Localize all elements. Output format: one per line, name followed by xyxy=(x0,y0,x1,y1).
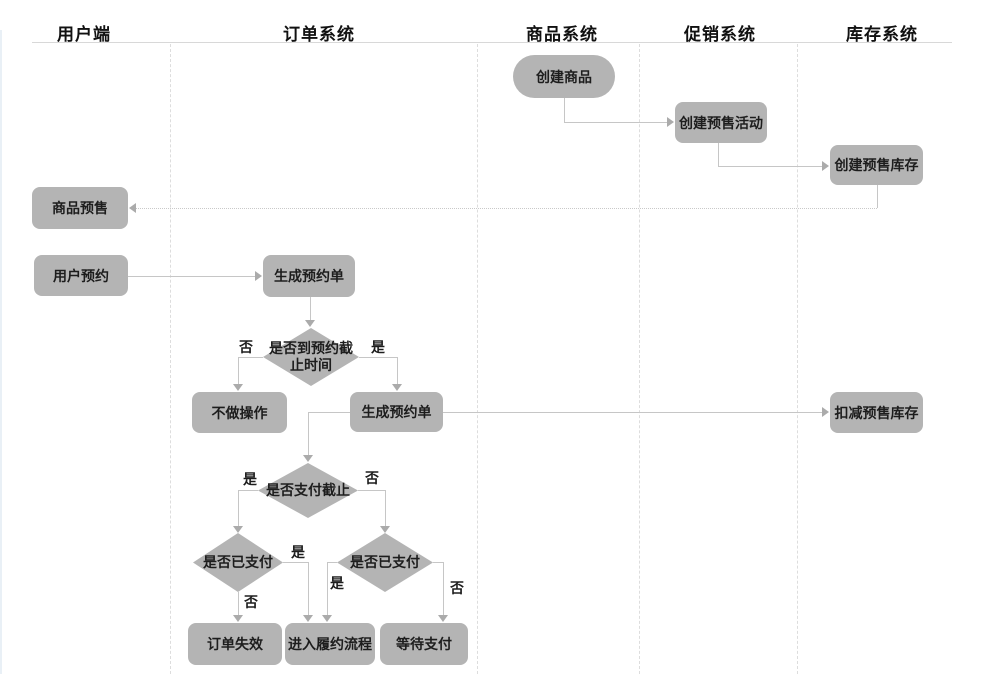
arrowhead xyxy=(822,161,829,171)
node-label: 用户预约 xyxy=(53,267,109,284)
connector-line xyxy=(877,185,878,208)
connector-line xyxy=(308,412,350,413)
lane-divider xyxy=(477,44,478,674)
header-underline xyxy=(32,42,952,43)
node-label: 商品预售 xyxy=(52,200,108,216)
arrowhead xyxy=(233,526,243,533)
arrowhead xyxy=(129,203,136,213)
decision-reservation-deadline-label: 是否到预约截止时间 xyxy=(269,340,353,373)
connector-line-dotted xyxy=(136,208,877,209)
connector-line xyxy=(385,490,386,527)
arrowhead xyxy=(255,271,262,281)
connector-line xyxy=(359,357,397,358)
node-label: 等待支付 xyxy=(396,636,452,652)
node-user-reservation: 用户预约 xyxy=(34,255,128,296)
node-wait-for-payment: 等待支付 xyxy=(380,623,468,665)
lane-divider xyxy=(170,44,171,674)
node-create-presale-activity: 创建预售活动 xyxy=(675,102,767,143)
lane-header-order: 订单系统 xyxy=(283,25,355,44)
node-label: 创建预售库存 xyxy=(834,157,919,173)
arrowhead xyxy=(822,407,829,417)
node-create-product: 创建商品 xyxy=(513,55,615,98)
connector-line xyxy=(564,98,565,122)
node-label: 订单失效 xyxy=(207,636,263,652)
connector-line xyxy=(283,562,308,563)
node-label: 进入履约流程 xyxy=(288,636,372,652)
edge-label-yes: 是 xyxy=(291,544,305,560)
edge-label-yes: 是 xyxy=(371,339,385,355)
node-label: 扣减预售库存 xyxy=(834,404,919,421)
connector-line xyxy=(128,276,256,277)
node-label: 生成预约单 xyxy=(274,268,344,284)
decision-paid-left-label: 是否已支付 xyxy=(203,554,273,571)
edge-label-no: 否 xyxy=(365,470,379,486)
arrowhead xyxy=(233,384,243,391)
node-create-presale-inventory: 创建预售库存 xyxy=(830,145,923,185)
connector-line xyxy=(327,562,328,616)
edge-label-yes: 是 xyxy=(243,471,257,487)
connector-line xyxy=(308,562,309,616)
connector-line xyxy=(238,357,239,385)
connector-line xyxy=(327,562,337,563)
connector-line xyxy=(718,166,823,167)
edge-label-no: 否 xyxy=(450,580,464,596)
arrowhead xyxy=(438,615,448,622)
arrowhead xyxy=(303,615,313,622)
node-generate-reservation-order-2: 生成预约单 xyxy=(350,392,443,432)
connector-line xyxy=(238,490,258,491)
lane-header-user: 用户端 xyxy=(57,25,111,44)
decision-payment-deadline-label: 是否支付截止 xyxy=(266,482,350,499)
lane-header-inventory: 库存系统 xyxy=(846,25,918,44)
arrowhead xyxy=(303,455,313,462)
connector-line xyxy=(718,143,719,166)
edge-label-yes: 是 xyxy=(330,575,344,591)
lane-header-promotion: 促销系统 xyxy=(684,25,756,44)
lane-divider xyxy=(797,44,798,674)
connector-line xyxy=(433,562,443,563)
connector-line xyxy=(358,490,385,491)
edge-label-no: 否 xyxy=(244,594,258,610)
node-product-presale: 商品预售 xyxy=(32,187,128,229)
connector-line xyxy=(238,490,239,527)
arrowhead xyxy=(392,384,402,391)
node-generate-reservation-order: 生成预约单 xyxy=(263,255,355,297)
node-label: 生成预约单 xyxy=(361,404,432,420)
connector-line xyxy=(238,592,239,616)
node-no-operation: 不做操作 xyxy=(192,392,287,433)
arrowhead xyxy=(667,117,674,127)
connector-line xyxy=(310,297,311,321)
arrowhead xyxy=(233,615,243,622)
edge-label-no: 否 xyxy=(239,339,253,355)
lane-divider xyxy=(639,44,640,674)
arrowhead xyxy=(305,320,315,327)
node-enter-fulfillment-process: 进入履约流程 xyxy=(285,623,375,665)
left-edge-accent xyxy=(0,30,2,674)
node-label: 不做操作 xyxy=(211,404,268,421)
connector-line xyxy=(443,412,823,413)
lane-header-product: 商品系统 xyxy=(526,25,598,44)
arrowhead xyxy=(322,615,332,622)
node-order-invalid: 订单失效 xyxy=(188,623,282,665)
arrowhead xyxy=(380,526,390,533)
decision-paid-right-label: 是否已支付 xyxy=(350,554,420,571)
node-label: 创建商品 xyxy=(536,68,592,85)
connector-line xyxy=(564,122,668,123)
node-deduct-presale-inventory: 扣减预售库存 xyxy=(830,392,923,433)
node-label: 创建预售活动 xyxy=(679,114,763,131)
connector-line xyxy=(238,357,263,358)
connector-line xyxy=(308,412,309,456)
connector-line xyxy=(397,357,398,385)
connector-line xyxy=(443,562,444,616)
